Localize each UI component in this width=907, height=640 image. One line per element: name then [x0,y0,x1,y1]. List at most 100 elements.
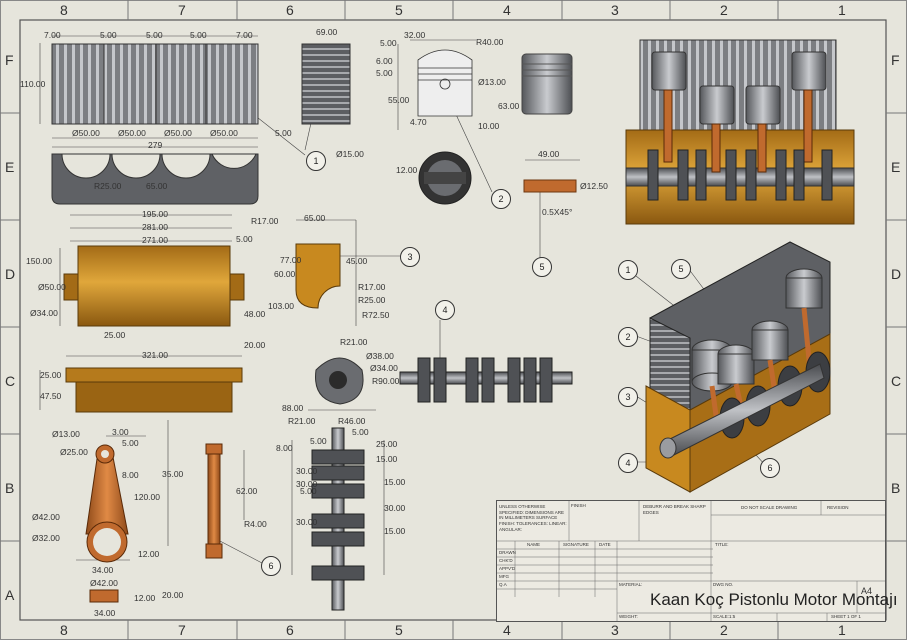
zone-row-f-right: F [891,52,900,68]
assembly-section-view [625,39,855,225]
dim-cam-7: R46.00 [338,416,366,426]
dim-piston-12: 12.00 [396,165,418,175]
dim-crank-9: 30.00 [384,503,406,513]
dim-rod-8: Ø32.00 [32,533,60,543]
piston-pin [523,179,577,193]
crankcase-side-top [65,367,243,383]
dim-block-12: 5.00 [275,128,292,138]
tb-col-date: DATE [599,542,611,547]
zone-col-8-bottom: 8 [60,622,68,638]
dim-block-1: 7.00 [44,30,61,40]
zone-col-2-top: 2 [720,2,728,18]
zone-col-2-bottom: 2 [720,622,728,638]
dim-base-1: 150.00 [26,256,52,266]
dim-block-3: 5.00 [146,30,163,40]
piston-render [521,53,573,115]
dim-base-9: 48.00 [244,309,266,319]
balloon-1: 1 [306,151,326,171]
tb-row-chkd: CHK'D [499,558,513,563]
zone-col-3-bottom: 3 [611,622,619,638]
dim-cam-6: R21.00 [288,416,316,426]
crankcase-top-view [63,245,245,327]
dim-block-9: Ø50.00 [164,128,192,138]
tb-row-drawn: DRAWN [499,550,516,555]
dim-crank-10: 30.00 [296,517,318,527]
dim-base-7: 47.50 [40,391,62,401]
dim-block-11: 279 [148,140,163,150]
dim-pin-2: Ø12.50 [580,181,608,191]
isometric-assembly-view [645,241,831,493]
dim-rod-7: Ø42.00 [32,512,60,522]
rod-cap [89,589,119,603]
dim-rod-12: 20.00 [162,590,184,600]
dim-cap-1: 65.00 [304,213,326,223]
dim-block-10: Ø50.00 [210,128,238,138]
dim-block-14: 65.00 [146,181,168,191]
crankcase-side-body [75,381,233,413]
tb-revision: REVISION [827,505,849,510]
tb-row-mfg: MFG [499,574,509,579]
zone-col-6-top: 6 [286,2,294,18]
dim-crank-1: 5.00 [352,427,369,437]
dim-piston-7: 55.00 [388,95,410,105]
zone-row-c-right: C [891,373,902,389]
dim-block-5: 7.00 [236,30,253,40]
tb-size: A4 [861,586,873,596]
title-block-grid [497,501,885,621]
balloon-iso-6: 6 [760,458,780,478]
zone-row-b-right: B [891,480,901,496]
zone-col-5-bottom: 5 [395,622,403,638]
balloon-6: 6 [261,556,281,576]
tb-deburr: DEBURR AND BREAK SHARP EDGES [643,504,706,515]
dim-crank-8: 15.00 [384,477,406,487]
balloon-5: 5 [532,257,552,277]
zone-row-f-left: F [5,52,14,68]
dim-cap-7: R72.50 [362,310,390,320]
zone-col-7-top: 7 [178,2,186,18]
dim-block-13: R25.00 [94,181,122,191]
dim-crank-7: 5.00 [300,486,317,496]
tb-row-appvd: APPV'D [499,566,516,571]
dim-cam-2: Ø38.00 [366,351,394,361]
dim-piston-2: R40.00 [476,37,504,47]
dim-cap-3: 45.00 [346,256,368,266]
connecting-rod-side-view [205,443,223,559]
tb-col-signature: SIGNATURE [563,542,589,547]
zone-row-b-left: B [5,480,15,496]
cylinder-block-section-view [51,153,259,205]
dim-crank-12: 15.00 [376,454,398,464]
crankshaft-vertical-view [311,427,365,611]
tb-col-name: NAME [527,542,541,547]
dim-pin-3: 0.5X45° [542,207,573,217]
dim-rod-11: Ø42.00 [90,578,118,588]
zone-row-d-right: D [891,266,902,282]
balloon-2: 2 [491,189,511,209]
dim-block-19: 5.00 [236,234,253,244]
dim-base-4: 25.00 [104,330,126,340]
tb-row-qa: Q.A [499,582,507,587]
dim-rod-1: Ø13.00 [52,429,80,439]
balloon-4: 4 [435,300,455,320]
zone-col-5-top: 5 [395,2,403,18]
balloon-iso-4: 4 [618,453,638,473]
zone-row-e-left: E [5,159,15,175]
zone-col-7-bottom: 7 [178,622,186,638]
drawing-title: Kaan Koç Pistonlu Motor Montajı [650,590,898,609]
dim-crank-11: 15.00 [384,526,406,536]
balloon-iso-5: 5 [671,259,691,279]
tb-notes: UNLESS OTHERWISE SPECIFIED: DIMENSIONS A… [499,504,567,532]
dim-base-5: 321.00 [142,350,168,360]
zone-col-1-top: 1 [838,2,846,18]
zone-row-a-left: A [5,587,15,603]
tb-dwg-no: DWG NO. [713,582,734,587]
dim-cam-4: R90.00 [372,376,400,386]
dim-block-15: R17.00 [251,216,279,226]
balloon-iso-1: 1 [618,260,638,280]
dim-block-2: 5.00 [100,30,117,40]
zone-row-e-right: E [891,159,901,175]
dim-block-16: 195.00 [142,209,168,219]
dim-block-6: 110.00 [20,79,46,89]
dim-base-3: Ø34.00 [30,308,58,318]
dim-rod-2: 3.00 [112,427,129,437]
